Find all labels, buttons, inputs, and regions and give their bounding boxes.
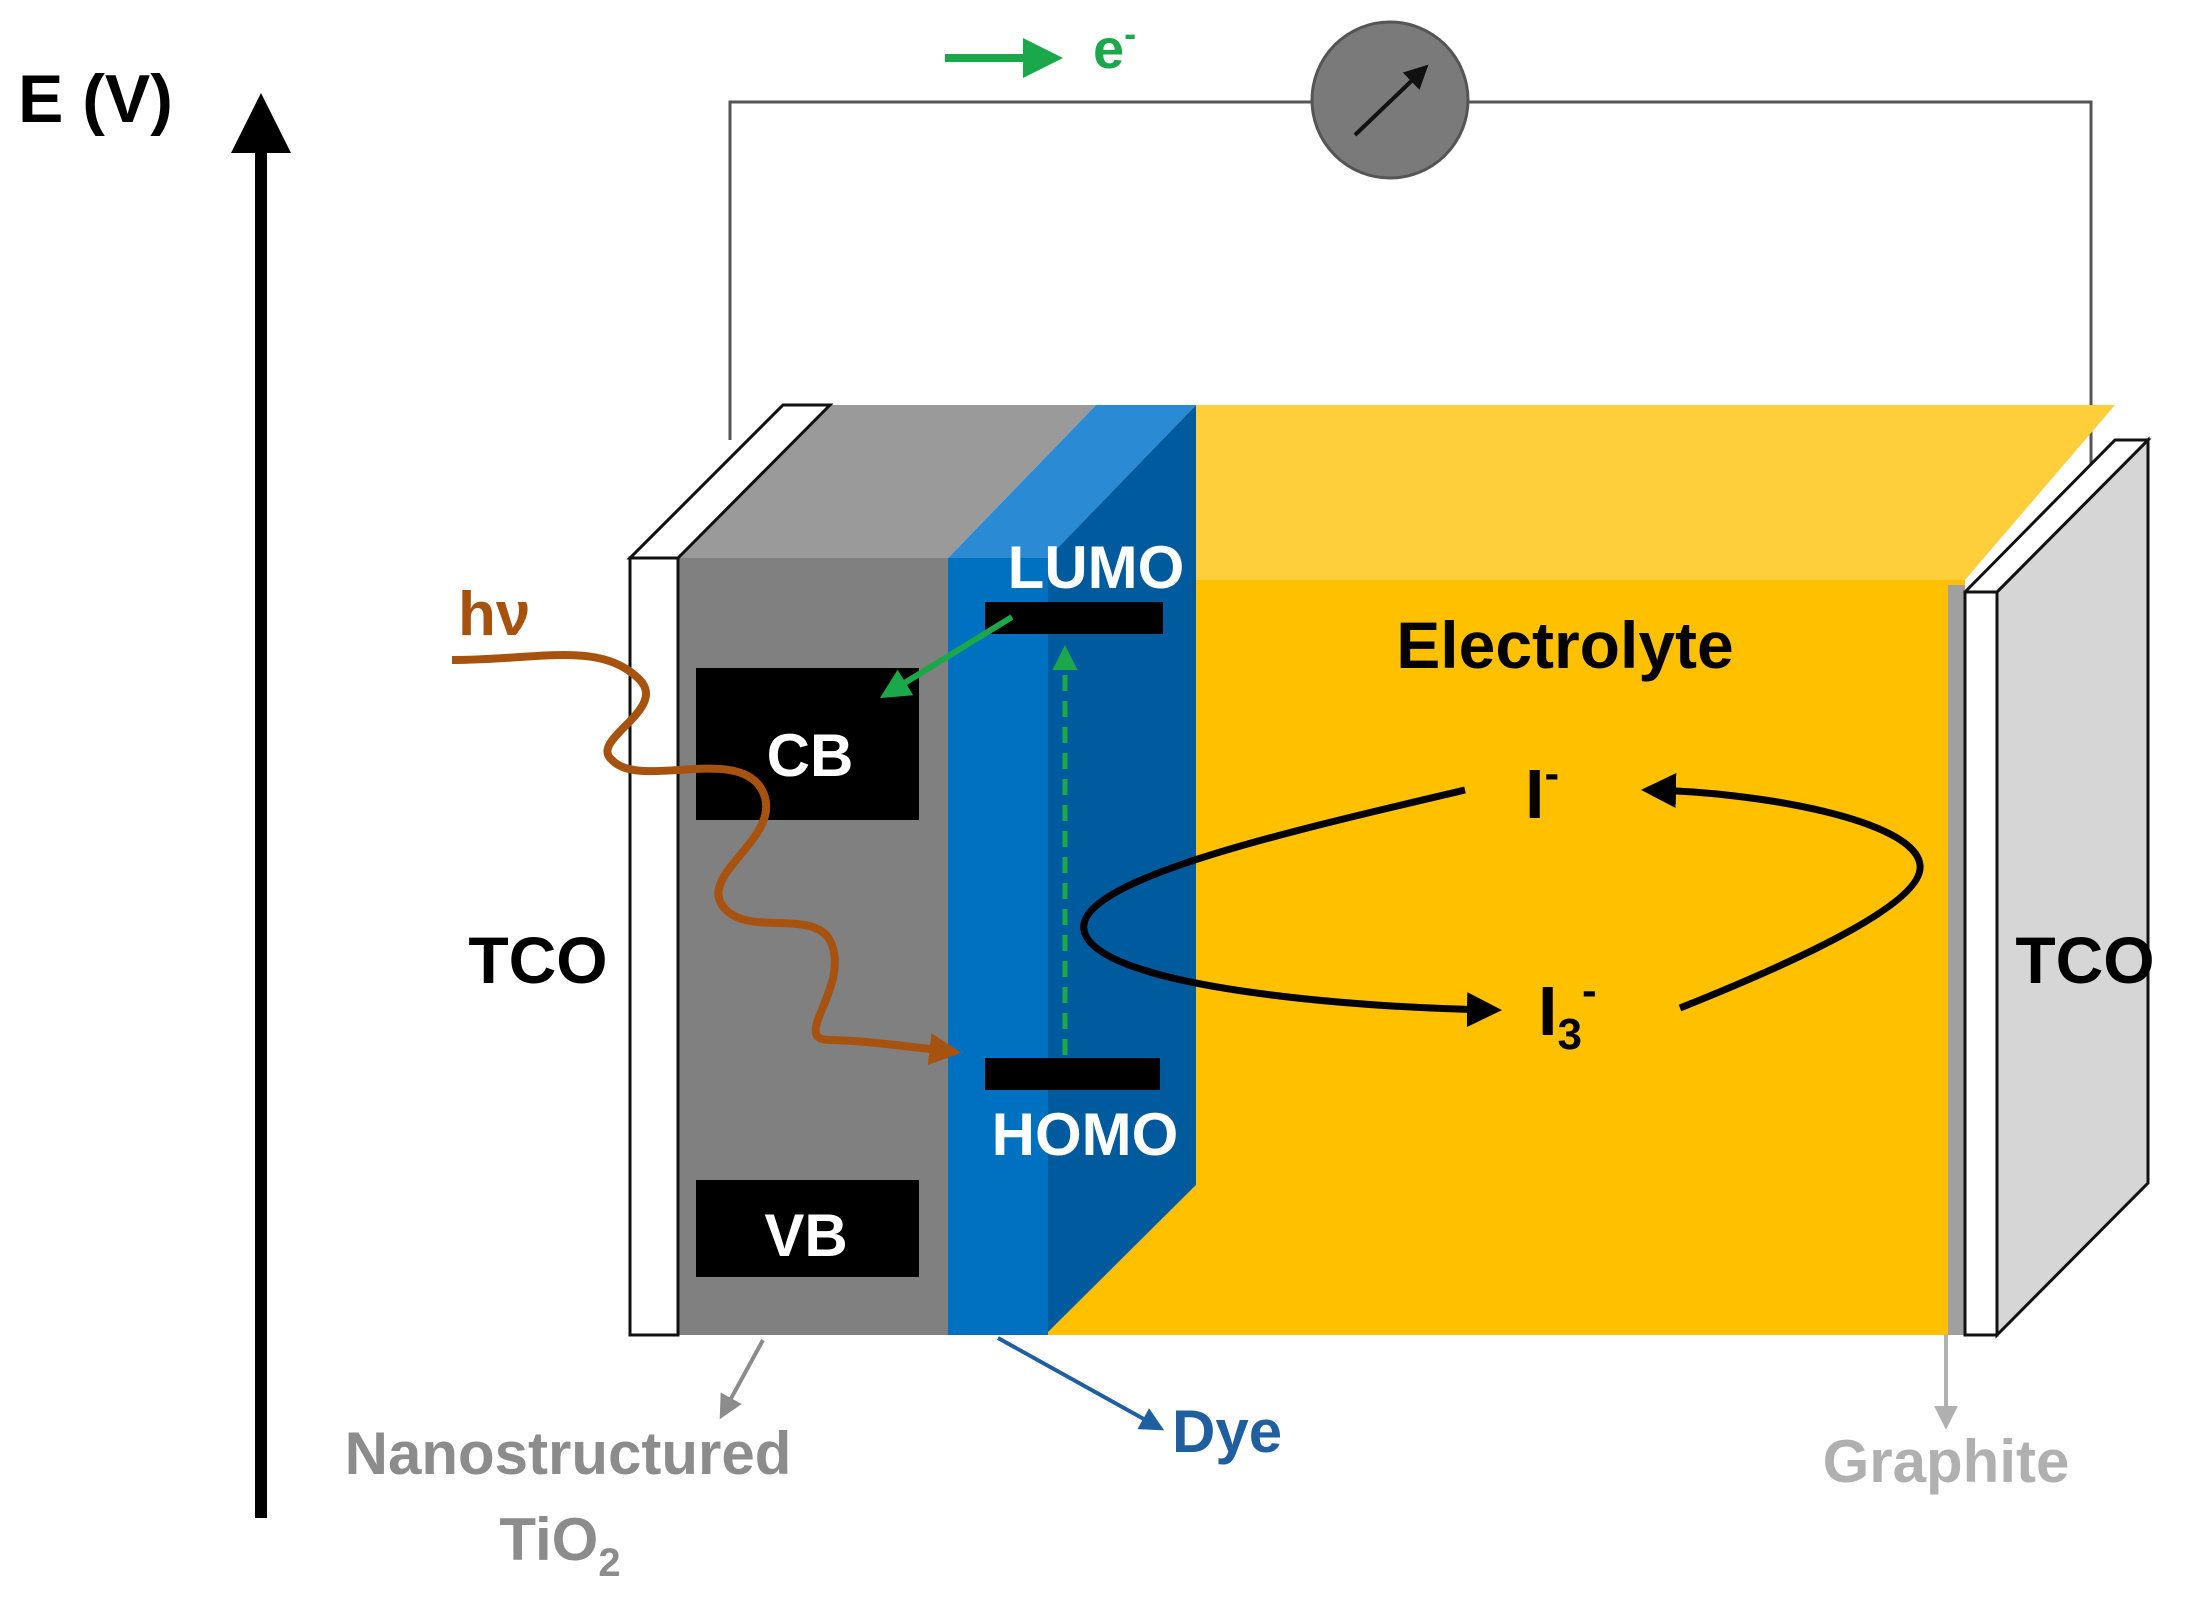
callouts: Nanostructured TiO2 Dye Graphite [345,1335,2070,1585]
lumo-label: LUMO [1008,534,1185,601]
left-tco-label: TCO [468,923,607,997]
lumo-level [985,602,1163,634]
electrolyte-front-face [1045,580,1965,1335]
valence-band-label: VB [764,1202,847,1269]
photon-label: hν [458,580,530,649]
iodide-label: I- [1525,749,1559,833]
right-tco-label: TCO [2015,923,2154,997]
electrolyte-label: Electrolyte [1396,608,1733,682]
triiodide-label: I3- [1538,966,1597,1059]
tio2-caption-line1: Nanostructured [345,1420,792,1487]
right-tco-front-face [1963,590,1999,1337]
tio2-caption-line2: TiO2 [499,1506,620,1585]
homo-level [985,1058,1160,1090]
graphite-layer [1948,585,1965,1335]
dye-pointer [997,1336,1165,1431]
photon-wave [451,651,962,1065]
graphite-caption: Graphite [1823,1428,2070,1495]
dye-side-face [1045,405,1196,1335]
dye-top-face [948,405,1196,558]
energy-axis-label: E (V) [18,61,173,137]
dye-energy-levels: LUMO HOMO [879,534,1185,1168]
homo-label: HOMO [992,1101,1179,1168]
photon-group: hν [451,580,962,1065]
tio2-pointer [719,1339,765,1420]
left-tco-front-face [628,556,680,1337]
oxidation-arrow-path [1641,773,1924,1012]
left-tco: TCO [468,403,834,1337]
conduction-band-label: CB [767,722,854,789]
circuit-wire [728,100,1313,440]
right-electrode: TCO [1948,436,2155,1339]
dye-caption: Dye [1172,1398,1282,1465]
electrolyte-block: Electrolyte [1045,405,2115,1335]
ammeter-needle [1353,64,1429,137]
dye-front-face [948,558,1048,1335]
circuit-wire-right [1467,100,2093,465]
energy-axis: E (V) [18,61,291,1518]
right-tco-side-face [1995,436,2150,1339]
injection-arrow [879,614,1014,699]
tio2-top-face [678,405,1096,558]
redox-cycle: I- I3- [1080,749,1924,1059]
valence-band [696,1180,919,1277]
external-circuit: e- [728,13,2093,465]
reduction-arrow-path [1080,786,1502,1028]
electron-label: e- [1093,13,1136,80]
tio2-block: CB VB [678,405,1096,1335]
electrolyte-top-face [1196,405,2115,580]
dye-layer [948,405,1196,1335]
